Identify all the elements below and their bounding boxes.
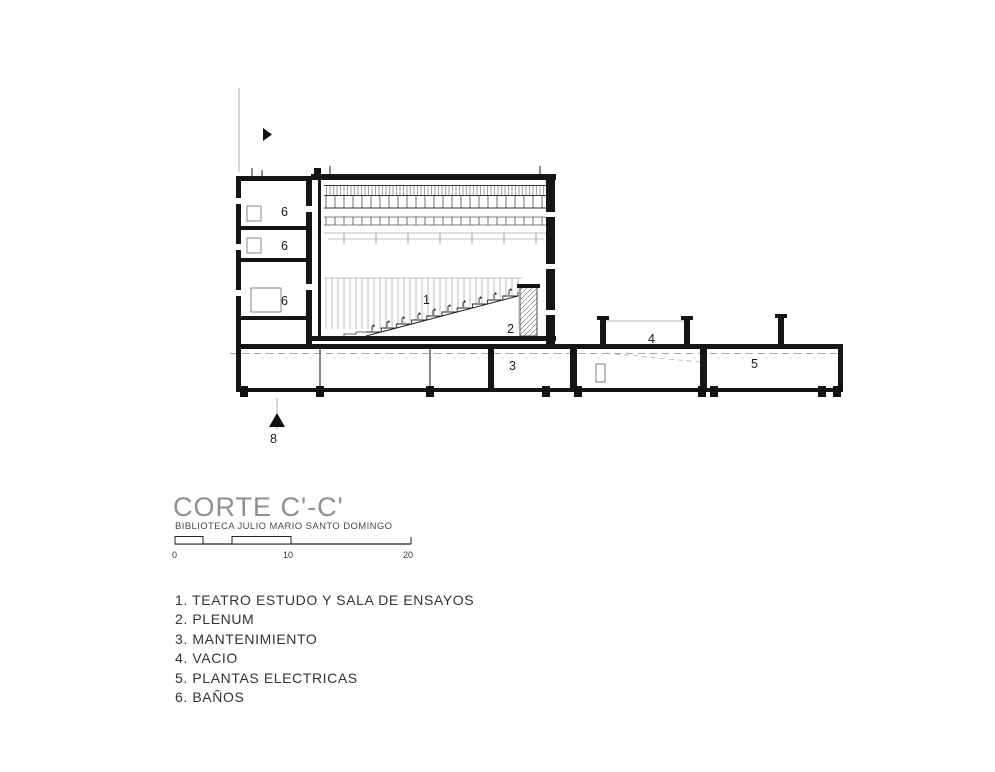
room-label-vacio: 4 xyxy=(648,332,655,346)
section-arrow-top-icon xyxy=(263,128,272,141)
room-label-banos-1: 6 xyxy=(281,294,288,308)
scale-label-0: 0 xyxy=(172,550,178,560)
room-label-mantenimiento: 3 xyxy=(509,359,516,373)
drawing-subtitle: BIBLIOTECA JULIO MARIO SANTO DOMINGO xyxy=(175,521,393,532)
legend-item: 3. MANTENIMIENTO xyxy=(175,630,318,647)
legend-item: 1. TEATRO ESTUDO Y SALA DE ENSAYOS xyxy=(175,592,475,608)
theater-hall xyxy=(311,166,556,346)
basement xyxy=(230,344,843,397)
legend-item: 4. VACIO xyxy=(175,650,238,667)
vacio-walls xyxy=(597,314,787,346)
room-label-plenum: 2 xyxy=(507,322,514,336)
section-cut-markers: 8 xyxy=(238,88,285,446)
legend-item: 6. BAÑOS xyxy=(175,689,245,706)
room-label-plantas: 5 xyxy=(751,357,758,371)
scale-label-20: 20 xyxy=(403,550,414,560)
scale-bar xyxy=(174,536,412,545)
grid-marker-label: 8 xyxy=(270,432,277,446)
legend-item: 2. PLENUM xyxy=(175,611,255,628)
drawing-title: CORTE C'-C' xyxy=(173,492,344,522)
room-label-banos-3: 6 xyxy=(281,205,288,219)
room-label-banos-2: 6 xyxy=(281,239,288,253)
scale-label-10: 10 xyxy=(283,550,294,560)
section-arrow-bottom-icon xyxy=(269,413,285,427)
legend-item: 5. PLANTAS ELECTRICAS xyxy=(175,669,358,686)
legend: 1. TEATRO ESTUDO Y SALA DE ENSAYOS 2. PL… xyxy=(175,591,474,707)
banos-tower xyxy=(236,168,312,346)
room-label-theater: 1 xyxy=(423,293,430,307)
